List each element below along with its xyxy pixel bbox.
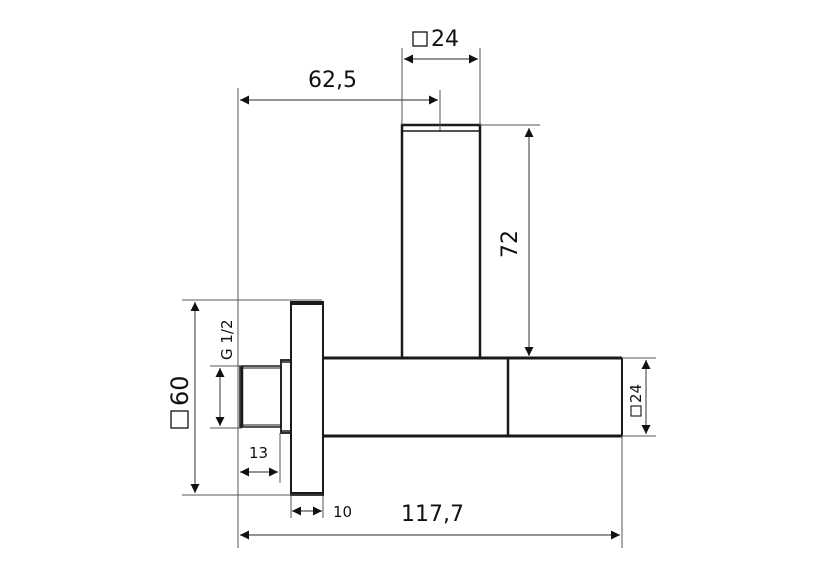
- svg-text:24: 24: [627, 384, 645, 403]
- svg-text:24: 24: [431, 27, 459, 52]
- square-symbol-icon: [630, 405, 642, 417]
- label-top-square: 24: [412, 27, 459, 52]
- dimension-lines: [190, 54, 651, 540]
- collar: [280, 359, 292, 434]
- square-symbol-icon: [412, 31, 428, 47]
- extension-lines: [182, 48, 656, 548]
- label-thread: G 1/2: [218, 319, 236, 360]
- square-symbol-icon: [170, 410, 189, 429]
- label-offset: 62,5: [308, 68, 357, 93]
- label-total-length: 117,7: [401, 502, 464, 527]
- wall-flange: [290, 301, 324, 496]
- part-outline: [239, 123, 623, 496]
- label-spout-square: 24: [627, 384, 645, 417]
- label-flange-square: 60: [166, 375, 194, 429]
- threaded-connector: [239, 365, 282, 428]
- svg-text:60: 60: [166, 375, 194, 406]
- label-riser-height: 72: [498, 230, 523, 258]
- label-flange-thickness: 10: [333, 503, 352, 521]
- horizontal-body: [323, 356, 623, 438]
- dimension-labels: 24 62,5 72 60 G 1/2 13 10 117,7 24: [166, 27, 645, 527]
- label-thread-length: 13: [249, 444, 268, 462]
- riser-tube: [400, 123, 482, 360]
